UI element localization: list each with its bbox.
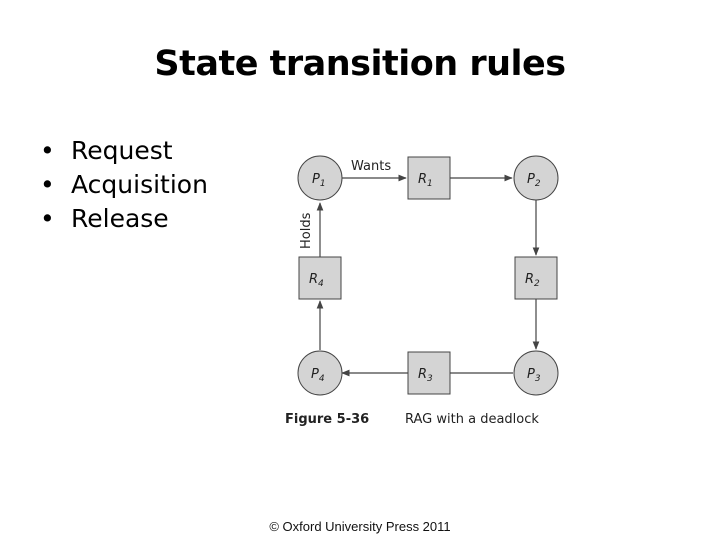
bullet-dot: • bbox=[40, 136, 55, 165]
node-subscript: 3 bbox=[427, 374, 433, 384]
node-subscript: 2 bbox=[534, 279, 540, 289]
figure-caption: Figure 5-36 RAG with a deadlock bbox=[285, 412, 539, 427]
bullet-text: Release bbox=[71, 204, 169, 233]
process-node-p3: P3 bbox=[513, 350, 559, 396]
svg-text:P1: P1 bbox=[312, 172, 326, 189]
bullet-item: • Acquisition bbox=[40, 168, 208, 202]
node-subscript: 1 bbox=[427, 179, 433, 189]
figure-caption-text: RAG with a deadlock bbox=[405, 412, 539, 427]
copyright-footer: © Oxford University Press 2011 bbox=[269, 519, 451, 534]
svg-text:R1: R1 bbox=[418, 172, 433, 189]
node-letter: P bbox=[312, 172, 320, 187]
node-subscript: 1 bbox=[320, 179, 326, 189]
wants-label: Wants bbox=[351, 159, 391, 174]
svg-text:P4: P4 bbox=[311, 367, 325, 384]
bullet-dot: • bbox=[40, 204, 55, 233]
figure-caption-number: Figure 5-36 bbox=[285, 412, 369, 427]
process-node-p2: P2 bbox=[513, 155, 559, 201]
svg-text:P2: P2 bbox=[527, 172, 541, 189]
svg-text:P3: P3 bbox=[527, 367, 541, 384]
node-subscript: 2 bbox=[535, 179, 541, 189]
resource-node-r4: R4 bbox=[298, 256, 342, 300]
resource-node-r2: R2 bbox=[514, 256, 558, 300]
process-node-p1: P1 bbox=[297, 155, 343, 201]
node-subscript: 3 bbox=[535, 374, 541, 384]
holds-label: Holds bbox=[299, 212, 314, 249]
node-letter: R bbox=[418, 367, 427, 382]
node-letter: P bbox=[311, 367, 319, 382]
svg-text:R4: R4 bbox=[309, 272, 324, 289]
resource-node-r1: R1 bbox=[407, 156, 451, 200]
node-letter: R bbox=[418, 172, 427, 187]
node-letter: R bbox=[525, 272, 534, 287]
bullet-item: • Release bbox=[40, 202, 208, 236]
node-letter: P bbox=[527, 367, 535, 382]
rag-deadlock-figure: Wants Holds P1 P2 P3 P4 R1 R2 R3 R4 Figu… bbox=[285, 155, 559, 427]
node-subscript: 4 bbox=[319, 374, 325, 384]
node-subscript: 4 bbox=[318, 279, 324, 289]
bullet-item: • Request bbox=[40, 134, 208, 168]
bullet-dot: • bbox=[40, 170, 55, 199]
bullet-text: Acquisition bbox=[71, 170, 208, 199]
process-node-p4: P4 bbox=[297, 350, 343, 396]
bullet-list: • Request • Acquisition • Release bbox=[40, 134, 208, 236]
node-letter: R bbox=[309, 272, 318, 287]
node-letter: P bbox=[527, 172, 535, 187]
svg-text:R3: R3 bbox=[418, 367, 433, 384]
resource-node-r3: R3 bbox=[407, 351, 451, 395]
svg-text:R2: R2 bbox=[525, 272, 540, 289]
slide-title: State transition rules bbox=[154, 44, 566, 84]
bullet-text: Request bbox=[71, 136, 173, 165]
